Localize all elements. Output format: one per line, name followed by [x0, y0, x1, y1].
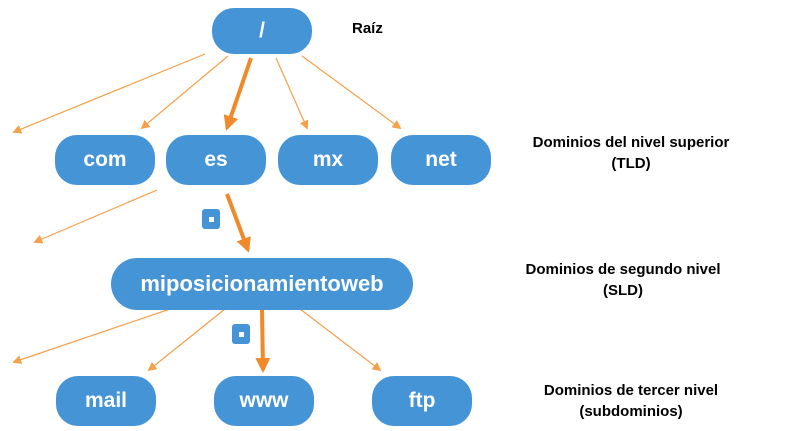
sub-node-ftp: ftp [372, 376, 472, 426]
tld-node-mx: mx [278, 135, 378, 185]
root-node: / [212, 8, 312, 54]
tld-node-com: com [55, 135, 155, 185]
arrow-es-to-other [33, 189, 158, 244]
separator-dot-glyph [238, 331, 244, 337]
sld-node: miposicionamientoweb [111, 258, 413, 310]
arrow-root-to-com [140, 55, 229, 130]
level-label-sub-line1: Dominios de tercer nivel [543, 382, 719, 399]
tld-node-net: net [391, 135, 491, 185]
level-label-sld-line2: (SLD) [603, 282, 643, 299]
sub-node-www-label: www [239, 389, 289, 412]
sub-node-mail: mail [56, 376, 156, 426]
arrow-sld-to-mail [147, 308, 226, 372]
arrow-sld-to-ftp [299, 308, 382, 372]
arrow-root-to-net [301, 55, 402, 130]
sub-node-mail-label: mail [84, 389, 128, 412]
tld-node-net-label: net [425, 148, 457, 171]
level-label-sld: Dominios de segundo nivel (SLD) [505, 259, 741, 301]
level-label-root: Raíz [352, 18, 383, 39]
tld-node-es-label: es [204, 148, 228, 171]
level-label-sub-line2: (subdominios) [579, 403, 683, 420]
arrow-root-to-other [12, 53, 206, 134]
arrow-root-to-mx [275, 57, 309, 130]
arrow-root-to-es [223, 57, 253, 131]
tld-node-com-label: com [83, 148, 127, 171]
arrow-sld-to-www [255, 309, 271, 373]
arrow-es-to-sld [225, 193, 251, 253]
level-label-sld-line1: Dominios de segundo nivel [525, 261, 721, 278]
arrow-sld-to-other [12, 306, 177, 364]
level-label-tld-line2: (TLD) [611, 155, 651, 172]
root-node-label: / [259, 19, 265, 42]
tld-node-mx-label: mx [312, 148, 344, 171]
separator-dot-sld-sub [232, 324, 250, 344]
sld-node-label: miposicionamientoweb [140, 271, 384, 296]
tld-node-es: es [166, 135, 266, 185]
level-label-tld-line1: Dominios del nivel superior [532, 134, 730, 151]
level-label-tld: Dominios del nivel superior (TLD) [511, 132, 751, 174]
level-label-sub: Dominios de tercer nivel (subdominios) [513, 380, 749, 422]
separator-dot-tld-sld [202, 209, 220, 229]
sub-node-www: www [214, 376, 314, 426]
level-label-root-text: Raíz [352, 20, 383, 37]
sub-node-ftp-label: ftp [408, 389, 436, 412]
separator-dot-glyph [208, 216, 214, 222]
